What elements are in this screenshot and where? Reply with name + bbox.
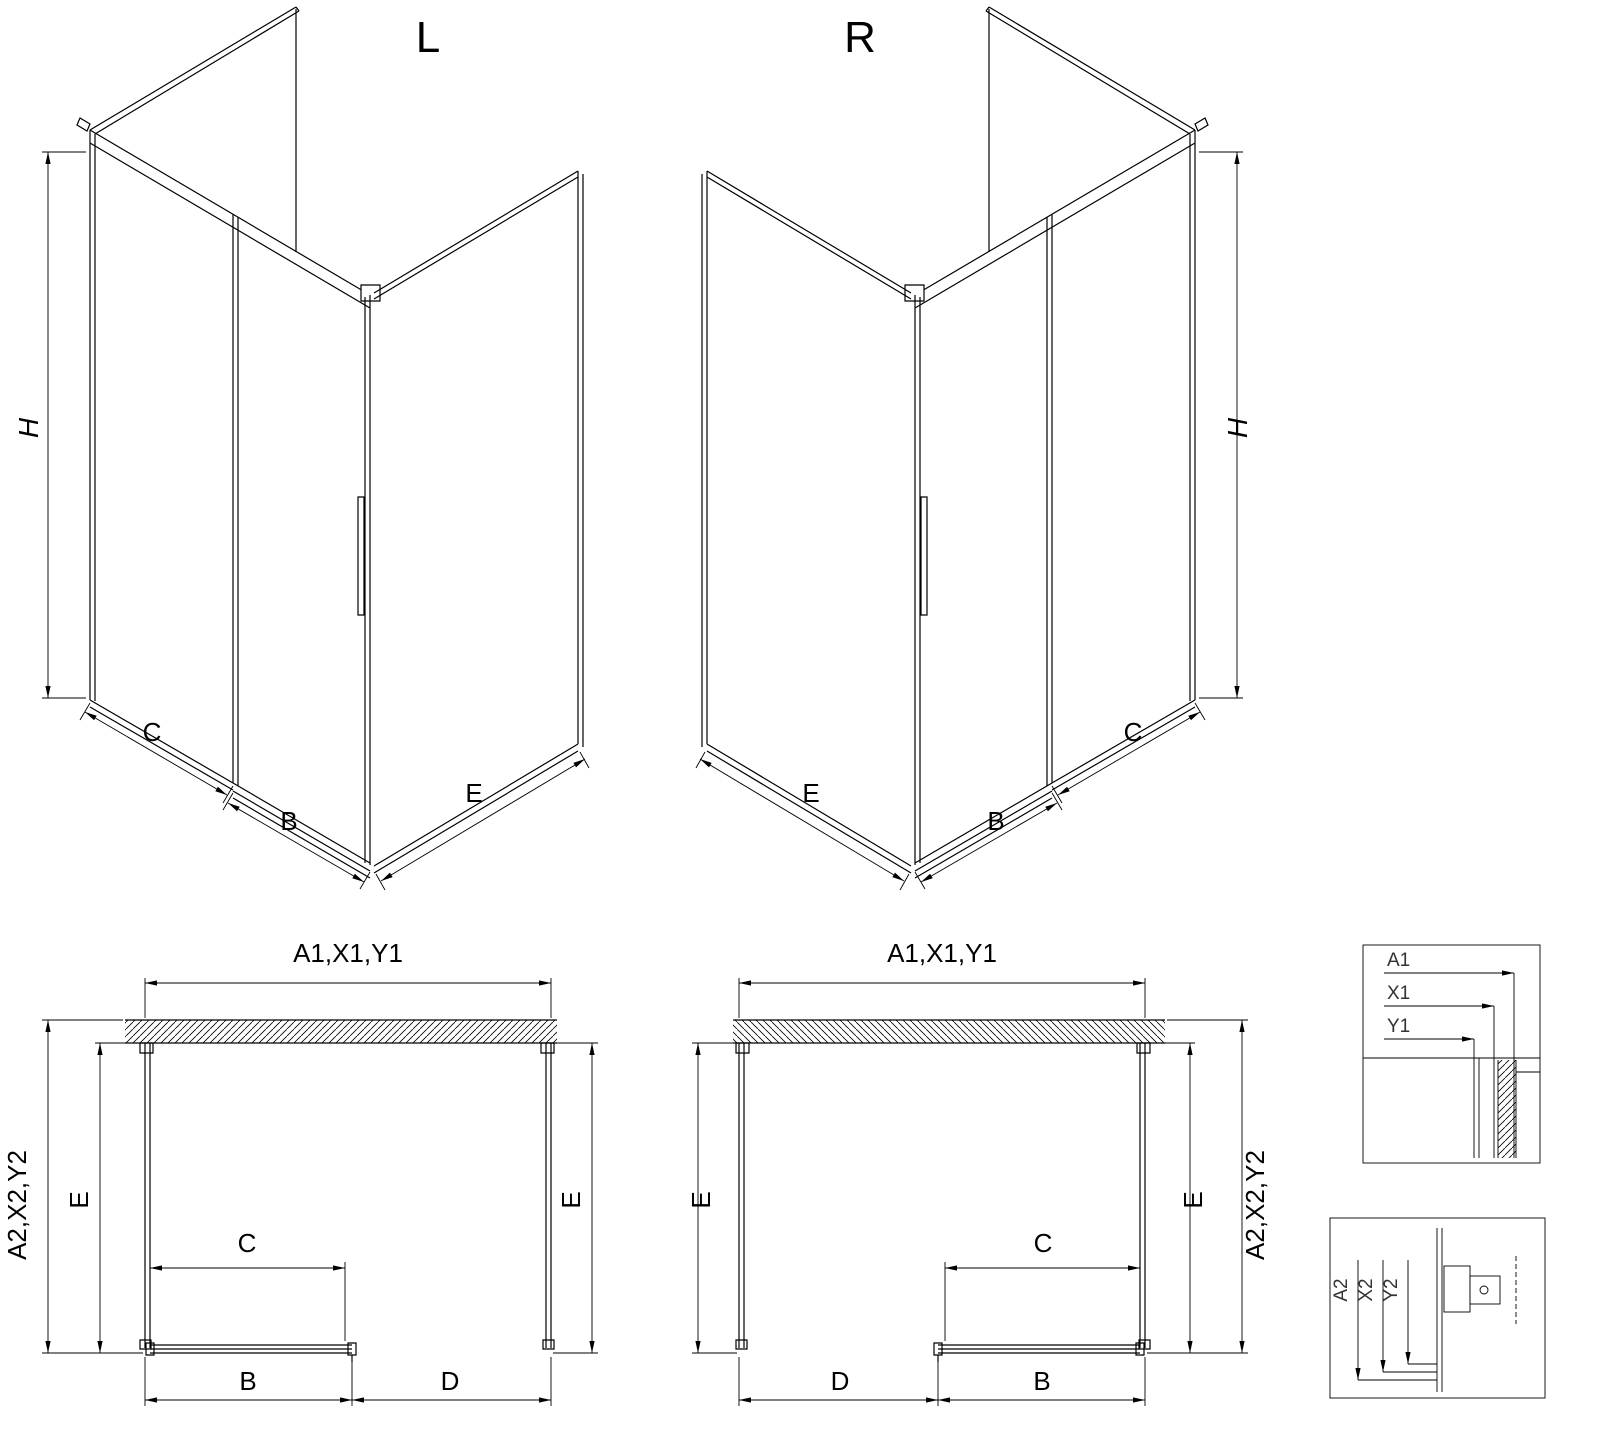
variant-title-right: R [844, 13, 876, 62]
dim-label-b-left: B [280, 806, 297, 836]
dim-label-h-left: H [13, 417, 44, 438]
detail-bottom-screw [1479, 1285, 1489, 1295]
detail-bottom-datum-lines [1358, 1363, 1437, 1381]
detail-bottom-profile-block2 [1469, 1275, 1501, 1305]
plan-left-dim-d: D [441, 1366, 460, 1396]
detail-bottom-glass [1436, 1228, 1443, 1392]
plan-right-dim-e-left: E [686, 1191, 716, 1208]
dim-label-h-right: H [1222, 417, 1253, 438]
detail-inset-bottom [1329, 1217, 1546, 1399]
detail-bottom-label-a2: A2 [1331, 1278, 1352, 1301]
plan-right-dim-d: D [831, 1366, 850, 1396]
dim-label-e-left: E [465, 778, 482, 808]
detail-bottom-frame [1329, 1217, 1546, 1399]
plan-right-dim-b: B [1033, 1366, 1050, 1396]
plan-right-dim-top: A1,X1,Y1 [887, 938, 997, 968]
labels: L H C B E R H C B E A1,X1,Y1 A2,X2,Y2 E … [2, 13, 1410, 1396]
variant-title-left: L [416, 13, 440, 62]
dim-label-c-left: C [143, 717, 162, 747]
detail-bottom-label-y2: Y2 [1381, 1278, 1402, 1301]
plan-left-dim-b: B [239, 1366, 256, 1396]
detail-bottom-profile-block1 [1443, 1265, 1471, 1313]
dim-label-c-right: C [1124, 717, 1143, 747]
iso-view-right-variant [696, 7, 1243, 890]
plan-left-dim-side: A2,X2,Y2 [2, 1150, 32, 1260]
plan-left-dim-e-left: E [64, 1191, 94, 1208]
plan-left-dim-e-right: E [556, 1191, 586, 1208]
dim-label-b-right: B [987, 806, 1004, 836]
plan-right-dim-c: C [1034, 1228, 1053, 1258]
plan-right-dim-side: A2,X2,Y2 [1240, 1150, 1270, 1260]
dim-label-e-right: E [802, 778, 819, 808]
detail-bottom-label-x2: X2 [1356, 1278, 1377, 1301]
detail-top-wall-hatch [1498, 1060, 1516, 1158]
detail-top-label-x1: X1 [1387, 983, 1410, 1004]
iso-view-left-variant [42, 7, 589, 890]
plan-right-dim-e-right: E [1178, 1191, 1208, 1208]
detail-top-label-a1: A1 [1387, 950, 1410, 971]
plan-left-dim-c: C [238, 1228, 257, 1258]
detail-top-label-y1: Y1 [1387, 1016, 1410, 1037]
detail-top-frame [1362, 944, 1541, 1164]
detail-inset-top [1362, 944, 1541, 1164]
plan-view-left-variant [42, 978, 598, 1406]
plan-view-right-variant [692, 978, 1248, 1406]
plan-left-dim-top: A1,X1,Y1 [293, 938, 403, 968]
detail-top-wall-edges [1497, 1060, 1540, 1158]
